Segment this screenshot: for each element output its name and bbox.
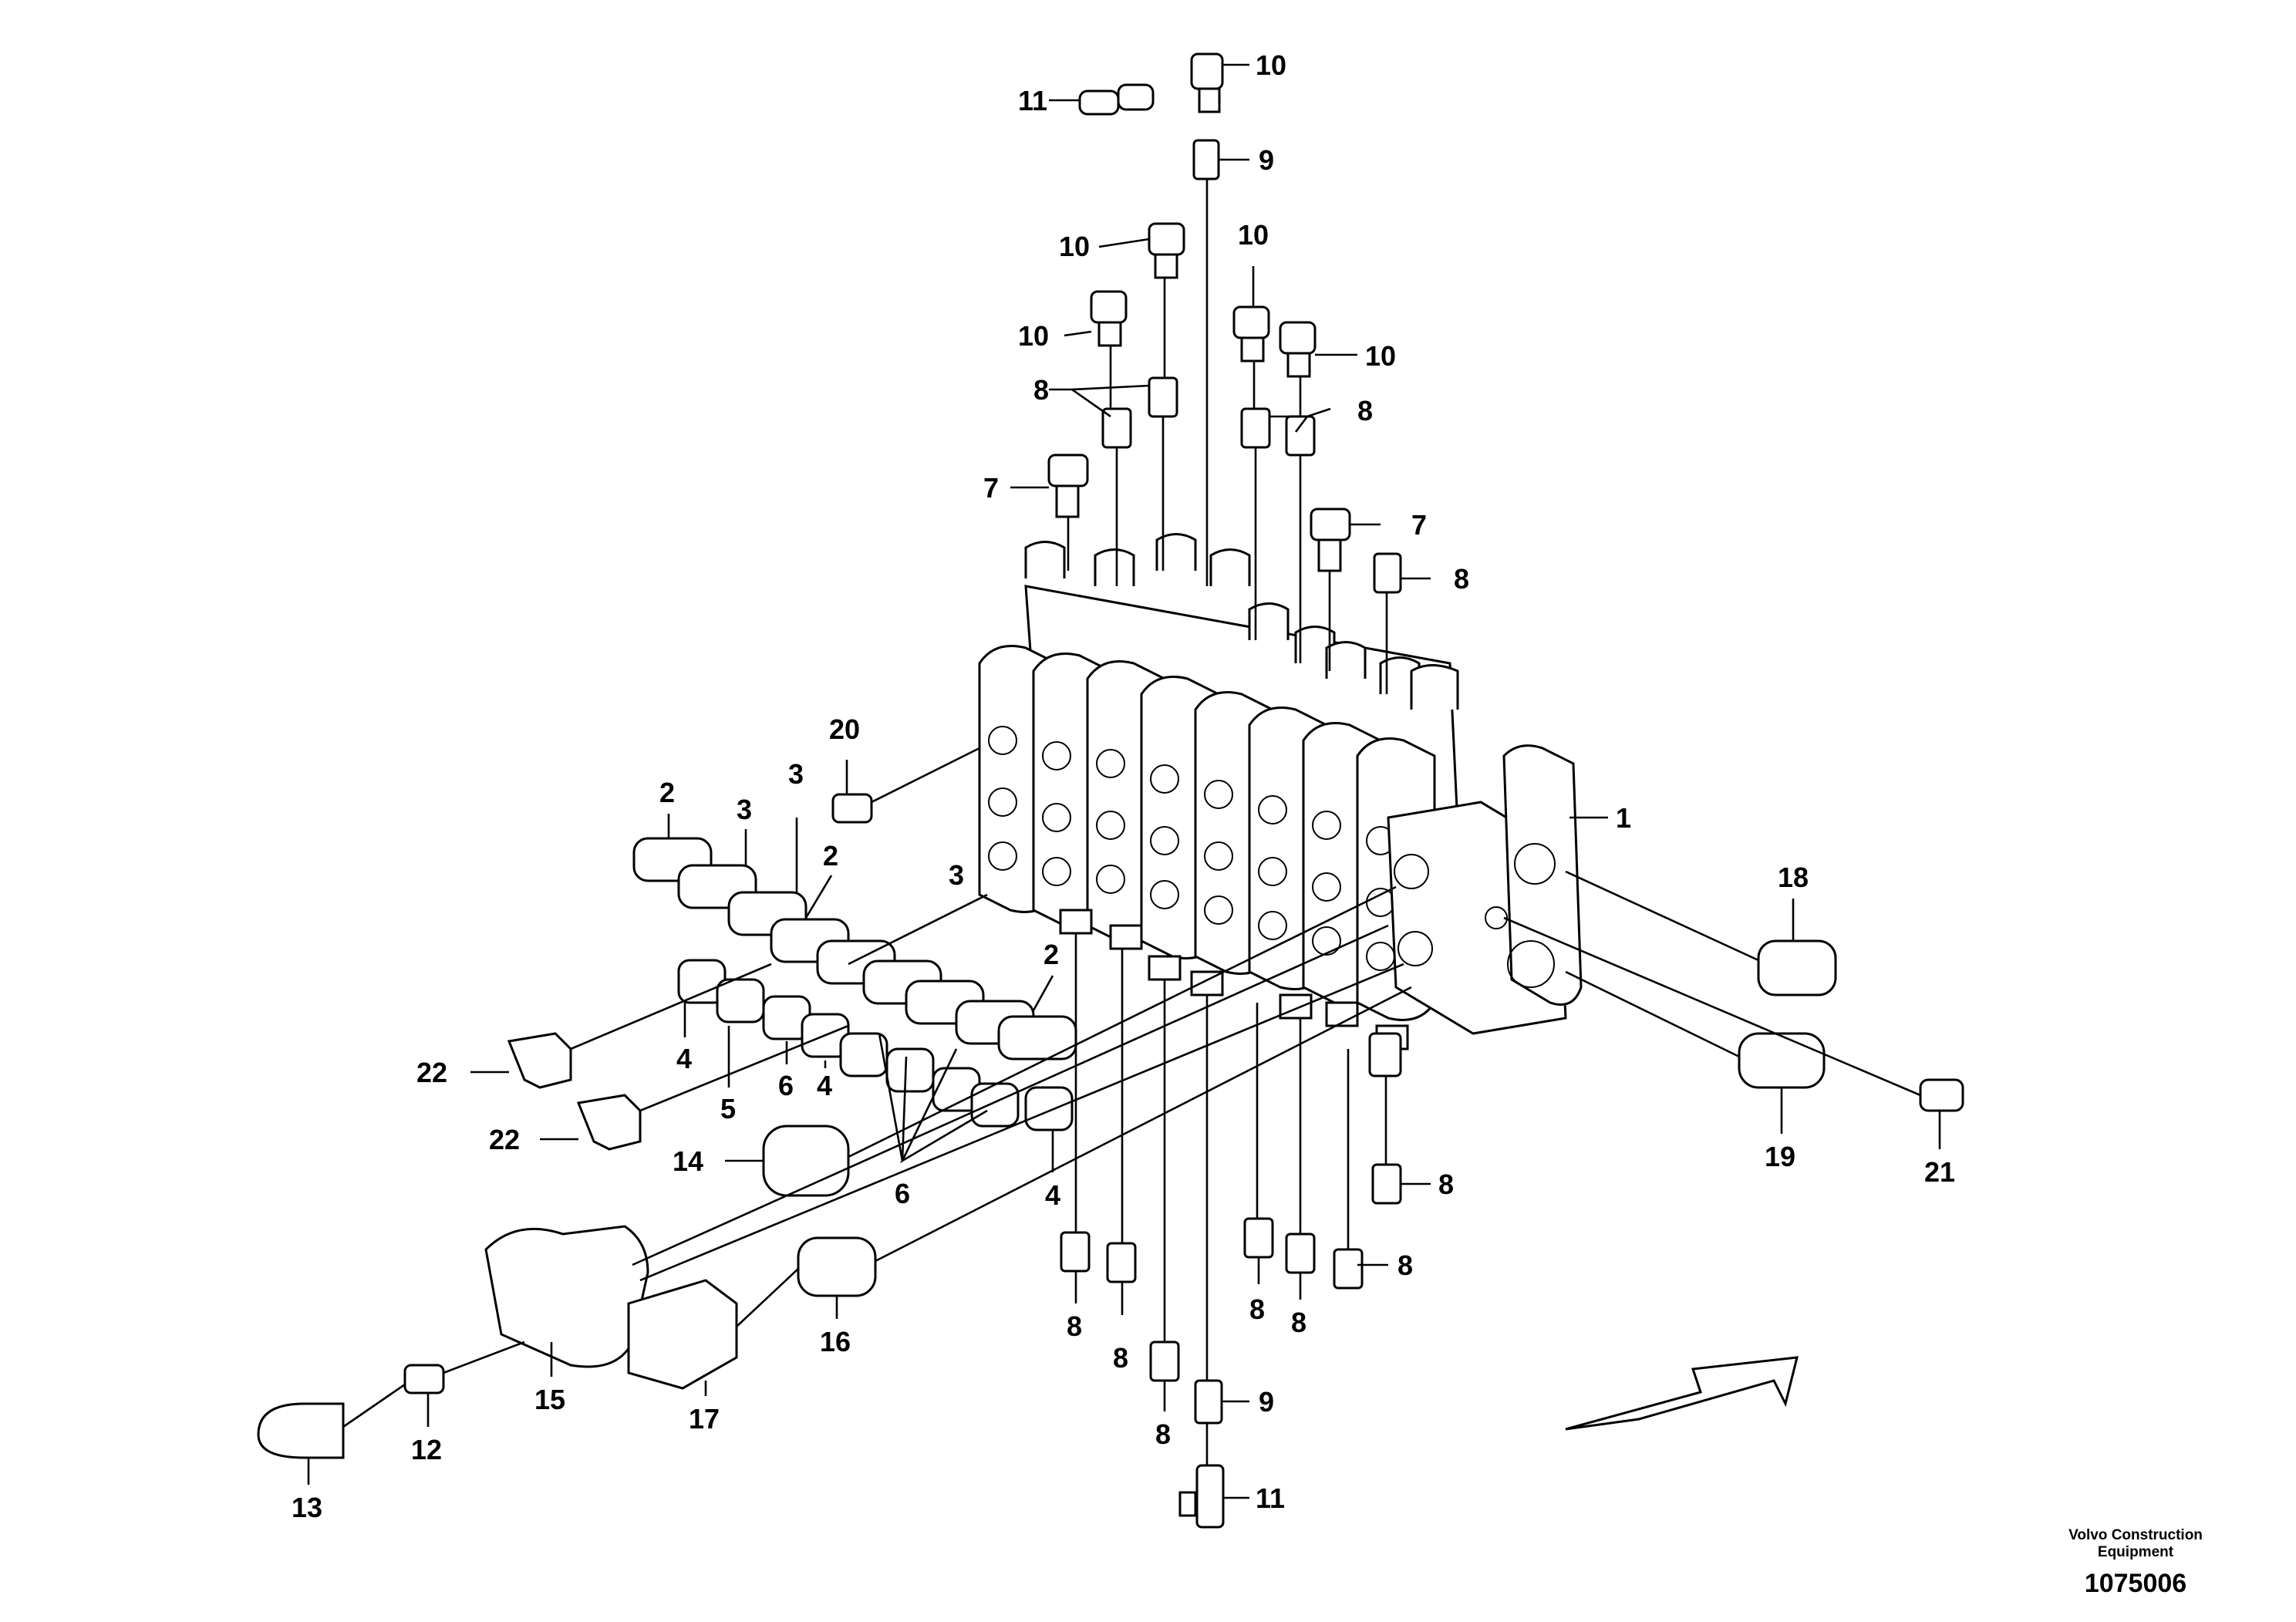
manufacturer-line-1: Volvo Construction bbox=[2068, 1527, 2203, 1543]
callout-2: 2 bbox=[823, 840, 838, 872]
callout-8: 8 bbox=[1291, 1307, 1306, 1338]
callout-22: 22 bbox=[416, 1057, 447, 1088]
callout-3: 3 bbox=[788, 758, 804, 790]
callout-8: 8 bbox=[1438, 1168, 1454, 1200]
drawing-footer: Volvo Construction Equipment 1075006 bbox=[2020, 1527, 2251, 1599]
callout-19: 19 bbox=[1765, 1141, 1795, 1172]
callout-15: 15 bbox=[534, 1384, 565, 1415]
callout-10: 10 bbox=[1238, 219, 1269, 251]
drawing-number: 1075006 bbox=[2084, 1569, 2187, 1598]
callout-16: 16 bbox=[820, 1326, 851, 1357]
fittings bbox=[257, 52, 1964, 1529]
callout-10: 10 bbox=[1018, 320, 1049, 352]
callout-8: 8 bbox=[1033, 374, 1049, 406]
callout-11: 11 bbox=[1256, 1482, 1285, 1514]
callout-18: 18 bbox=[1778, 862, 1809, 893]
callout-2: 2 bbox=[1043, 939, 1059, 970]
control-valve-block bbox=[978, 533, 1583, 1050]
callout-7: 7 bbox=[1411, 509, 1427, 541]
callout-22: 22 bbox=[489, 1124, 520, 1155]
assembly-lines bbox=[342, 179, 1921, 1465]
callout-8: 8 bbox=[1357, 395, 1373, 427]
callout-6: 6 bbox=[778, 1070, 794, 1101]
callout-8: 8 bbox=[1155, 1418, 1171, 1450]
callout-9: 9 bbox=[1259, 1386, 1274, 1418]
callout-8: 8 bbox=[1067, 1310, 1082, 1342]
callout-13: 13 bbox=[292, 1492, 322, 1523]
callout-10: 10 bbox=[1256, 49, 1286, 81]
callout-17: 17 bbox=[689, 1403, 720, 1435]
callout-4: 4 bbox=[817, 1070, 832, 1101]
callout-8: 8 bbox=[1454, 563, 1469, 595]
callout-4: 4 bbox=[676, 1043, 692, 1074]
callout-10: 10 bbox=[1059, 231, 1090, 262]
callout-labels: 11 10 9 10 10 10 10 8 8 7 7 8 20 2 3 3 2… bbox=[292, 49, 1955, 1523]
callout-8: 8 bbox=[1397, 1249, 1413, 1281]
callout-12: 12 bbox=[411, 1434, 442, 1465]
callout-4: 4 bbox=[1045, 1179, 1060, 1211]
callout-1: 1 bbox=[1616, 802, 1631, 834]
callout-6: 6 bbox=[895, 1178, 910, 1209]
callout-5: 5 bbox=[720, 1093, 736, 1125]
manufacturer-line-2: Equipment bbox=[2097, 1544, 2174, 1560]
callout-10: 10 bbox=[1365, 340, 1396, 372]
callout-20: 20 bbox=[829, 713, 860, 745]
callout-21: 21 bbox=[1924, 1156, 1955, 1188]
callout-14: 14 bbox=[673, 1145, 703, 1177]
callout-11: 11 bbox=[1018, 85, 1047, 116]
leader-lines bbox=[307, 63, 1941, 1499]
direction-arrow-icon bbox=[1565, 1356, 1799, 1431]
callout-2: 2 bbox=[659, 777, 675, 808]
callout-3: 3 bbox=[737, 794, 752, 825]
callout-8: 8 bbox=[1249, 1293, 1265, 1325]
callout-3: 3 bbox=[949, 859, 964, 891]
callout-9: 9 bbox=[1259, 144, 1274, 176]
callout-7: 7 bbox=[983, 472, 999, 504]
callout-8: 8 bbox=[1113, 1342, 1128, 1374]
